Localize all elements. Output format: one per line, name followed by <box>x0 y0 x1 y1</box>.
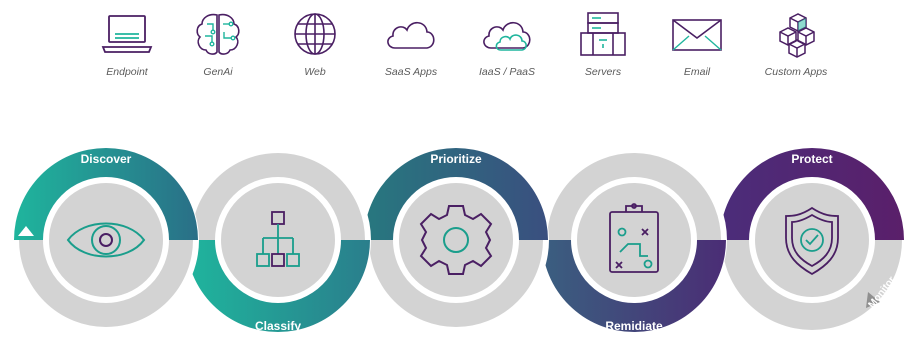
cloud-icon <box>387 21 435 49</box>
stage-label-discover: Discover <box>81 152 132 166</box>
globe-icon <box>294 13 336 55</box>
cubes-icon <box>779 13 815 58</box>
source-label: Email <box>683 66 711 78</box>
source-web: Web <box>265 10 365 78</box>
start-arrow-icon <box>18 226 34 236</box>
brain-circuit-icon <box>196 13 240 55</box>
stage-label-prioritize: Prioritize <box>430 152 482 166</box>
hierarchy-icon <box>256 211 300 267</box>
source-genai: GenAi <box>168 10 268 78</box>
source-endpoint: Endpoint <box>77 10 177 78</box>
cloud-layered-icon <box>483 21 531 51</box>
envelope-icon <box>672 19 722 51</box>
eye-icon <box>66 222 146 258</box>
stage-label-remidiate: Remidiate <box>605 319 663 333</box>
source-label: Servers <box>584 66 622 78</box>
source-label: Custom Apps <box>764 66 828 78</box>
gear-icon <box>419 205 493 275</box>
server-rack-icon <box>580 12 626 56</box>
source-servers: Servers <box>553 10 653 78</box>
source-label: GenAi <box>203 66 233 78</box>
clipboard-strategy-icon <box>609 203 659 273</box>
source-email: Email <box>647 10 747 78</box>
laptop-icon <box>101 15 153 53</box>
source-label: IaaS / PaaS <box>478 66 536 78</box>
stage-discs <box>43 177 875 303</box>
stage-label-classify: Classify <box>255 319 301 333</box>
shield-check-icon <box>785 206 839 276</box>
monitor-arrow-icon <box>866 292 880 308</box>
source-label: SaaS Apps <box>384 66 438 78</box>
stage-label-protect: Protect <box>791 152 832 166</box>
source-saas: SaaS Apps <box>361 10 461 78</box>
source-label: Endpoint <box>106 66 148 78</box>
source-custom-apps: Custom Apps <box>746 10 846 78</box>
source-iaas: IaaS / PaaS <box>457 10 557 78</box>
source-icons-row: Endpoint GenAi Web <box>0 0 912 100</box>
source-label: Web <box>304 66 326 78</box>
